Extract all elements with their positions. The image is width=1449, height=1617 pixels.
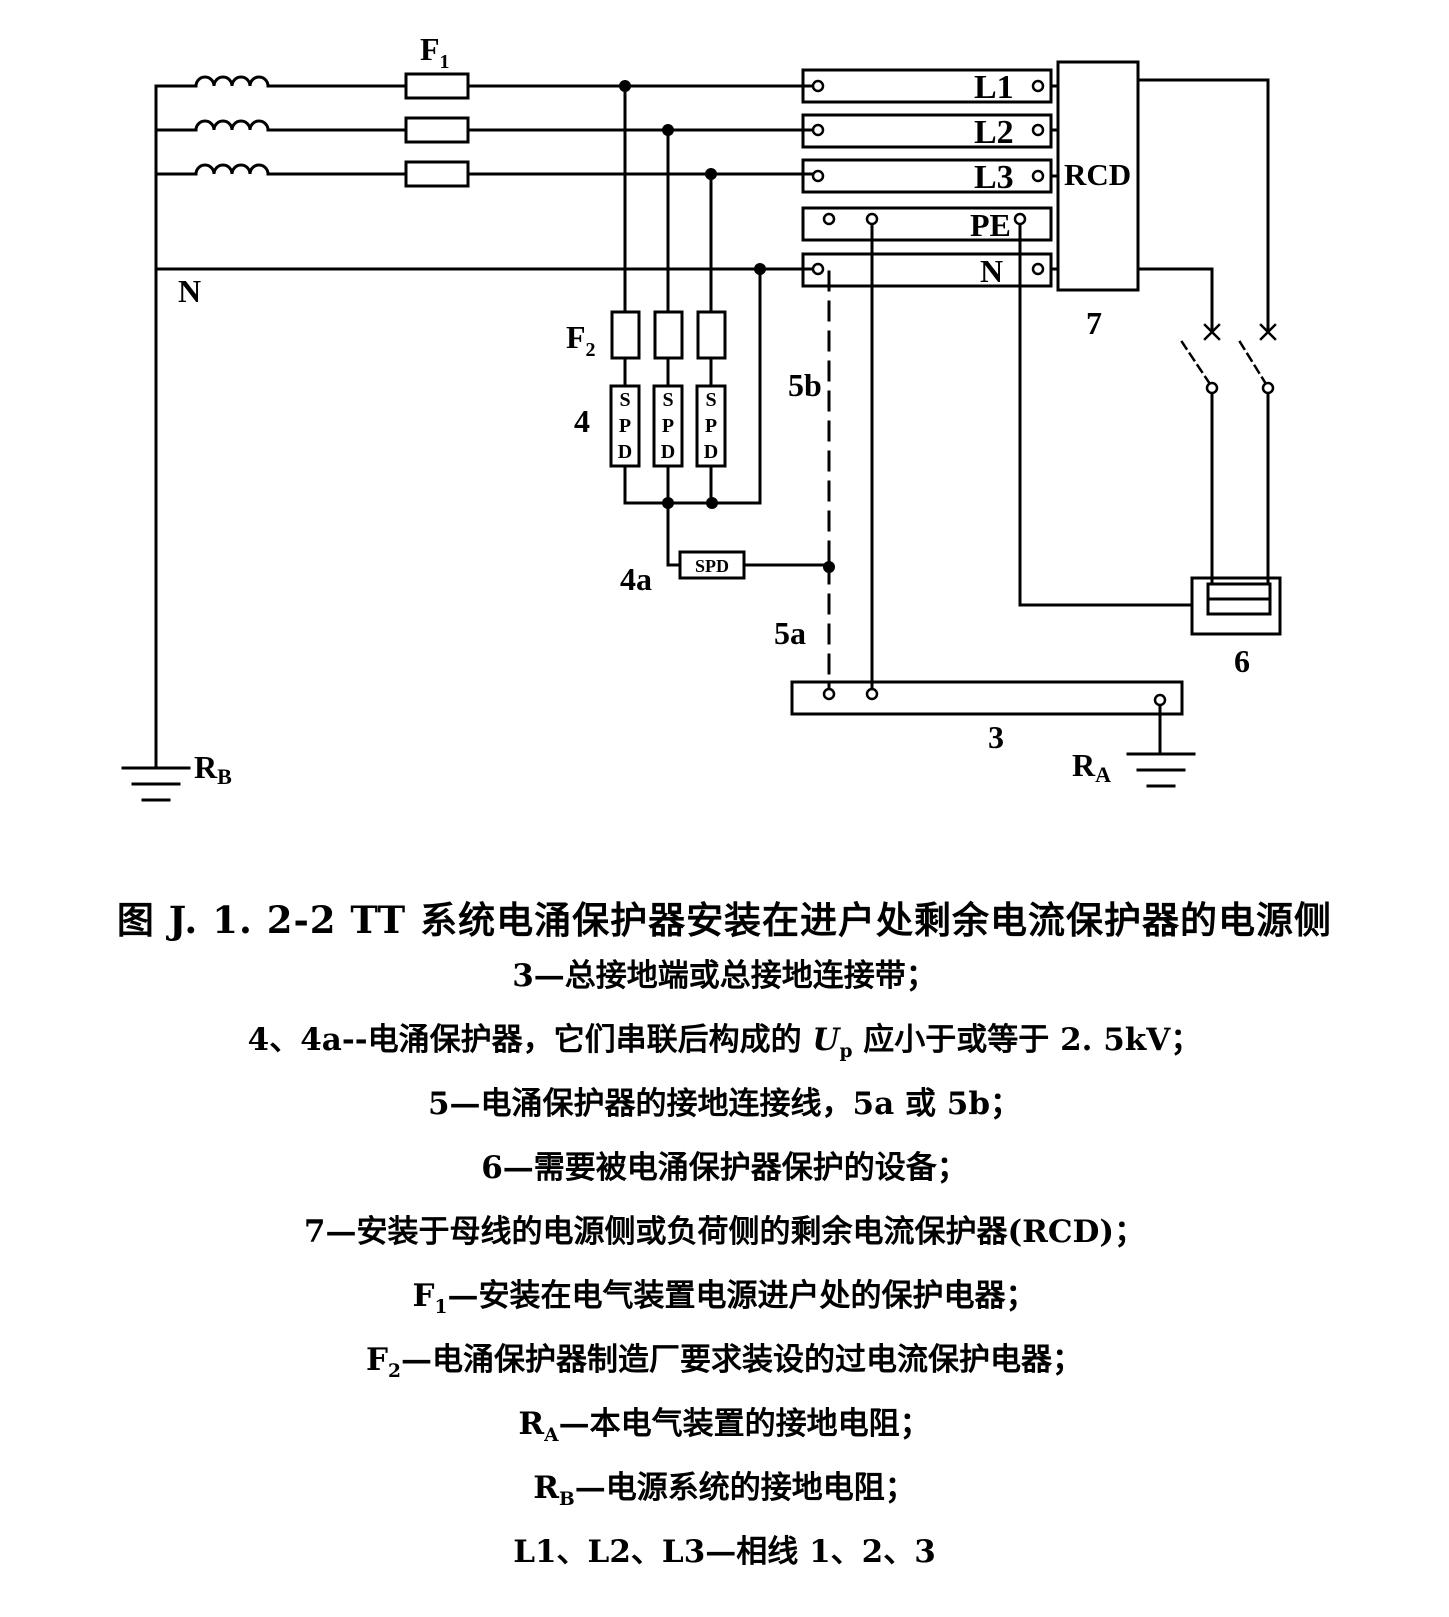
fuse-f1-l3 xyxy=(404,160,470,188)
earth-rb-symbol xyxy=(121,766,191,802)
tt-system-spd-wiring-diagram: F1 F2 L1 L2 L3 PE N RCD N S P D S P D S … xyxy=(121,31,1282,802)
label-item-7: 7 xyxy=(1086,305,1102,341)
legend-item-f2: F2—电涌保护器制造厂要求装设的过电流保护电器； xyxy=(366,1342,1083,1383)
svg-text:S: S xyxy=(619,389,630,411)
bus-label-l2: L2 xyxy=(974,114,1014,151)
transformer-coil-l1 xyxy=(194,75,270,88)
busbar-l1 xyxy=(801,68,1053,104)
legend-item-7: 7—安装于母线的电源侧或负荷侧的剩余电流保护器(RCD)； xyxy=(303,1214,1146,1250)
fuse-f2-2 xyxy=(653,310,684,360)
legend-item-3: 3—总接地端或总接地连接带； xyxy=(512,958,937,994)
main-earthing-bar xyxy=(790,680,1184,716)
svg-text:P: P xyxy=(662,415,674,437)
bus-label-l3: L3 xyxy=(974,159,1014,196)
spd-4a-label: SPD xyxy=(695,556,729,576)
phase-line-l1 xyxy=(154,72,814,100)
rcd-label: RCD xyxy=(1064,157,1131,192)
label-item-5b: 5b xyxy=(788,367,822,403)
phase-line-l2 xyxy=(154,116,814,144)
fuse-f1-l1 xyxy=(404,72,470,100)
label-item-4a: 4a xyxy=(620,561,652,597)
legend-item-f1: F1—安装在电气装置电源进户处的保护电器； xyxy=(412,1278,1037,1319)
pe-to-equipment xyxy=(1018,222,1194,607)
transformer-coil-l2 xyxy=(194,119,270,132)
legend-item-ra: RA—本电气装置的接地电阻； xyxy=(518,1406,931,1447)
transformer-coil-l3 xyxy=(194,163,270,176)
spd-4-letters: S P D S P D S P D xyxy=(618,389,718,463)
svg-text:S: S xyxy=(662,389,673,411)
label-f1: F1 xyxy=(420,31,450,73)
legend-item-phases: L1、L2、L3—相线 1、2、3 xyxy=(513,1534,936,1570)
fuse-f1-l2 xyxy=(404,116,470,144)
figure-title: 图 J. 1. 2-2 TT 系统电涌保护器安装在进户处剩余电流保护器的电源侧 xyxy=(116,898,1333,942)
fuse-f2-1 xyxy=(610,310,641,360)
svg-text:D: D xyxy=(661,441,675,463)
fuse-f2-3 xyxy=(696,310,727,360)
busbar-l3 xyxy=(801,158,1053,194)
rcd-output-neutral xyxy=(1136,267,1214,332)
svg-text:P: P xyxy=(619,415,631,437)
bus-label-l1: L1 xyxy=(974,69,1014,106)
earth-ra-symbol xyxy=(1126,752,1196,788)
protected-equipment xyxy=(1190,576,1282,636)
busbar-l2 xyxy=(801,113,1053,149)
busbar-n xyxy=(801,252,1053,288)
label-ra: RA xyxy=(1072,747,1111,787)
load-switches xyxy=(1180,323,1277,386)
legend-item-6: 6—需要被电涌保护器保护的设备； xyxy=(481,1150,968,1186)
legend-item-5: 5—电涌保护器的接地连接线，5a 或 5b； xyxy=(427,1086,1022,1122)
phase-line-l3 xyxy=(154,160,814,188)
neutral-label: N xyxy=(178,273,201,309)
rcd-output-line xyxy=(1136,78,1270,332)
label-item-5a: 5a xyxy=(774,615,806,651)
bus-label-pe: PE xyxy=(970,207,1011,243)
bus-label-n: N xyxy=(980,253,1003,289)
label-rb: RB xyxy=(194,749,232,789)
junction-dots xyxy=(619,80,835,573)
legend-item-rb: RB—电源系统的接地电阻； xyxy=(533,1470,916,1511)
legend-item-4: 4、4a--电涌保护器，它们串联后构成的 Up 应小于或等于 2. 5kV； xyxy=(247,1022,1202,1063)
label-item-4: 4 xyxy=(574,403,590,439)
label-f2: F2 xyxy=(566,319,596,361)
svg-text:D: D xyxy=(704,441,718,463)
label-item-3: 3 xyxy=(988,719,1004,755)
label-item-6: 6 xyxy=(1234,643,1250,679)
terminals xyxy=(811,79,1275,707)
busbar-pe xyxy=(801,206,1053,242)
svg-text:D: D xyxy=(618,441,632,463)
svg-text:P: P xyxy=(705,415,717,437)
svg-text:S: S xyxy=(705,389,716,411)
